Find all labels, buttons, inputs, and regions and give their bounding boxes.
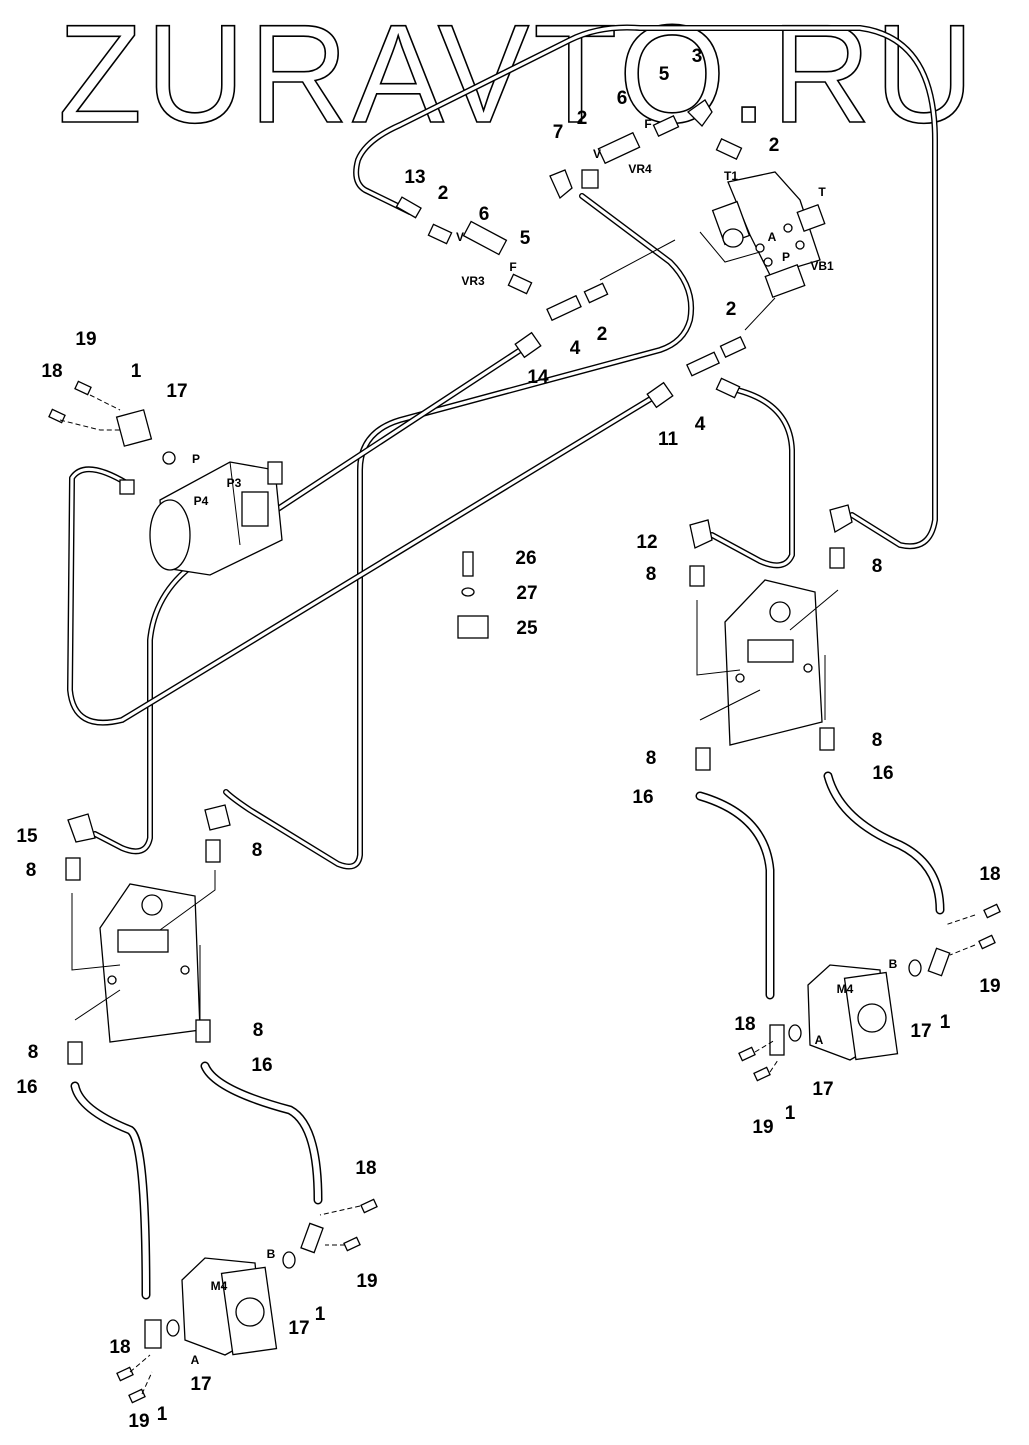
callout: P3: [227, 476, 242, 490]
callout: 14: [527, 367, 549, 388]
callout: P: [192, 452, 200, 466]
callout: 2: [577, 108, 588, 129]
tube-top-loop: [353, 24, 938, 550]
callout: 18: [109, 1337, 130, 1358]
callout: 27: [516, 583, 537, 604]
callout-labels: 3 5 6 2 7 2 T1 T A P VB1 V F VR4 13 2 6 …: [16, 46, 1000, 1432]
callout: B: [889, 957, 898, 971]
valve-block-vb1: [711, 171, 826, 298]
callout: 6: [479, 204, 490, 225]
callout: 18: [41, 361, 62, 382]
callout: 19: [979, 976, 1000, 997]
callout: 4: [570, 338, 581, 359]
callout: 2: [726, 299, 737, 320]
callout: VR4: [628, 162, 652, 176]
callout: 13: [404, 167, 425, 188]
callout: 7: [553, 122, 564, 143]
callout: V: [593, 147, 601, 161]
callout: 26: [515, 548, 536, 569]
callout: 1: [131, 361, 142, 382]
callout: F: [644, 117, 651, 131]
callout: 17: [288, 1318, 309, 1339]
callout: T: [818, 185, 826, 199]
callout: A: [768, 230, 777, 244]
callout: 1: [785, 1103, 796, 1124]
callout: 15: [16, 826, 38, 847]
callout: P4: [194, 494, 209, 508]
callout: 8: [26, 860, 37, 881]
callout: 11: [658, 429, 679, 450]
callout: 2: [597, 324, 608, 345]
callout: 19: [128, 1411, 149, 1432]
plate-right: [724, 579, 823, 746]
callout: 3: [692, 46, 703, 67]
callout: 8: [253, 1020, 264, 1041]
callout: 19: [356, 1271, 377, 1292]
callout: T1: [724, 169, 738, 183]
tube-12: [709, 385, 795, 569]
callout: 8: [28, 1042, 39, 1063]
callout: 16: [632, 787, 653, 808]
fittings: [48, 99, 1001, 1404]
callout: A: [815, 1033, 824, 1047]
callout: 17: [166, 381, 187, 402]
callout: 19: [752, 1117, 773, 1138]
callout: 5: [659, 64, 670, 85]
tube-11: [67, 389, 665, 726]
callout: 16: [251, 1055, 272, 1076]
callout: 1: [940, 1012, 951, 1033]
pump-p3-p4: [149, 461, 283, 576]
callout: B: [267, 1247, 276, 1261]
callout: 6: [617, 88, 628, 109]
callout: 17: [190, 1374, 211, 1395]
watermark: ZURAVTO.RU: [58, 0, 978, 152]
callout: 8: [872, 556, 883, 577]
callout: 18: [979, 864, 1000, 885]
hose-16-left-a: [70, 1081, 151, 1300]
callout: 18: [355, 1158, 376, 1179]
motor-m4-right: [807, 964, 899, 1061]
callout: A: [191, 1353, 200, 1367]
callout: 4: [695, 414, 706, 435]
hose-16-right-a: [695, 791, 775, 1000]
tube-center-loop: [223, 193, 695, 870]
callout: 12: [636, 532, 657, 553]
callout: 19: [75, 329, 96, 350]
callout: VR3: [461, 274, 485, 288]
callout: 25: [516, 618, 538, 639]
callout: M4: [837, 982, 854, 996]
callout: F: [509, 260, 516, 274]
callout: 8: [646, 748, 657, 769]
callout: 2: [769, 135, 780, 156]
callout: 16: [16, 1077, 37, 1098]
callout: M4: [211, 1279, 228, 1293]
callout: 8: [872, 730, 883, 751]
callout: 8: [252, 840, 263, 861]
motor-m4-left: [181, 1257, 278, 1356]
callout: 18: [734, 1014, 755, 1035]
callout: 16: [872, 763, 893, 784]
plate-left: [99, 883, 201, 1043]
callout: 8: [646, 564, 657, 585]
callout: 17: [910, 1021, 931, 1042]
callout: 1: [157, 1404, 168, 1425]
hose-16-left-b: [200, 1061, 323, 1205]
callout: P: [782, 250, 790, 264]
callout: V: [456, 230, 464, 244]
callout: VB1: [810, 259, 834, 273]
hose-16-right-b: [823, 771, 945, 915]
tube-14: [92, 342, 531, 855]
callout: 5: [520, 228, 531, 249]
callout: 17: [812, 1079, 833, 1100]
callout: 2: [438, 183, 449, 204]
callout: 1: [315, 1304, 326, 1325]
